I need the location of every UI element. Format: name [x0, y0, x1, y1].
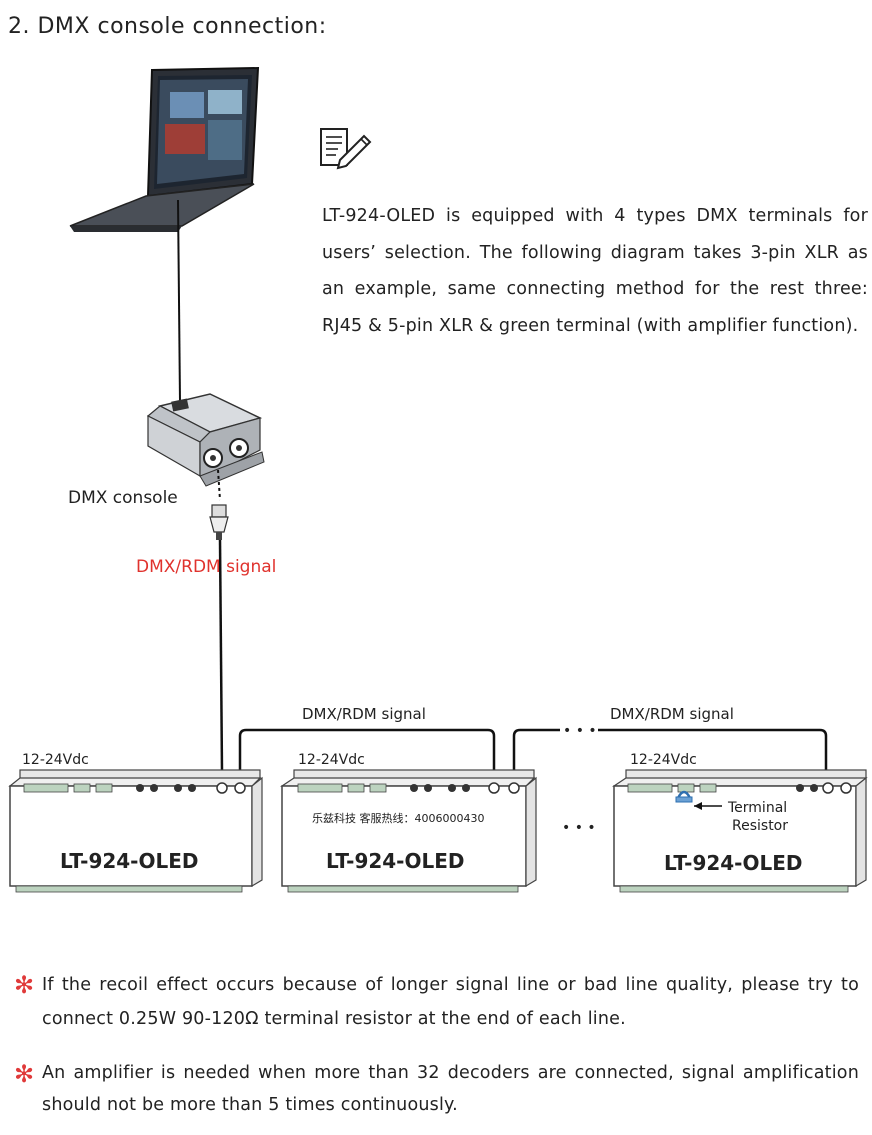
laptop-icon — [69, 66, 260, 232]
page-heading: 2. DMX console connection: — [8, 14, 327, 39]
decoder-unit-1: 12-24Vdc LT-924-OLED — [8, 752, 263, 893]
dmx-console-label: DMX console — [68, 488, 178, 508]
decoder-model-1: LT-924-OLED — [60, 849, 199, 873]
voltage-label-3: 12-24Vdc — [630, 752, 697, 768]
note-recoil: ✻ If the recoil effect occurs because of… — [14, 968, 859, 1036]
dmx-console-icon — [146, 393, 265, 487]
watermark-text: 乐兹科技 客服热线：4006000430 — [312, 811, 484, 825]
decoder-model-2: LT-924-OLED — [326, 849, 465, 873]
resistor-label: Resistor — [732, 818, 788, 834]
note-recoil-text: If the recoil effect occurs because of l… — [42, 975, 859, 1029]
red-signal-label: DMX/RDM signal — [136, 557, 276, 577]
ellipsis-top: • • • — [563, 723, 597, 739]
terminal-resistor-icon — [676, 790, 692, 799]
decoder-model-3: LT-924-OLED — [664, 851, 803, 875]
signal-label-1: DMX/RDM signal — [302, 705, 426, 723]
asterisk-icon: ✻ — [14, 1060, 35, 1088]
asterisk-icon: ✻ — [14, 971, 35, 999]
signal-label-2: DMX/RDM signal — [610, 705, 734, 723]
xlr-plug-icon — [209, 504, 229, 540]
note-amplifier: ✻ An amplifier is needed when more than … — [14, 1057, 859, 1121]
terminal-label: Terminal — [727, 800, 787, 816]
note-amplifier-text: An amplifier is needed when more than 32… — [42, 1063, 859, 1115]
connection-diagram: DMX console DMX/RDM signal DMX/RDM signa… — [8, 66, 868, 893]
decoder-unit-2: 12-24Vdc 乐兹科技 客服热线：4006000430 LT-924-OLE… — [280, 752, 537, 893]
decoder-unit-3: 12-24Vdc Terminal Resistor LT-924-OLED — [612, 752, 868, 893]
note-pencil-icon — [320, 128, 372, 170]
voltage-label-2: 12-24Vdc — [298, 752, 365, 768]
voltage-label-1: 12-24Vdc — [22, 752, 89, 768]
ellipsis-mid: • • • — [562, 820, 596, 836]
intro-paragraph: LT-924-OLED is equipped with 4 types DMX… — [322, 206, 868, 336]
